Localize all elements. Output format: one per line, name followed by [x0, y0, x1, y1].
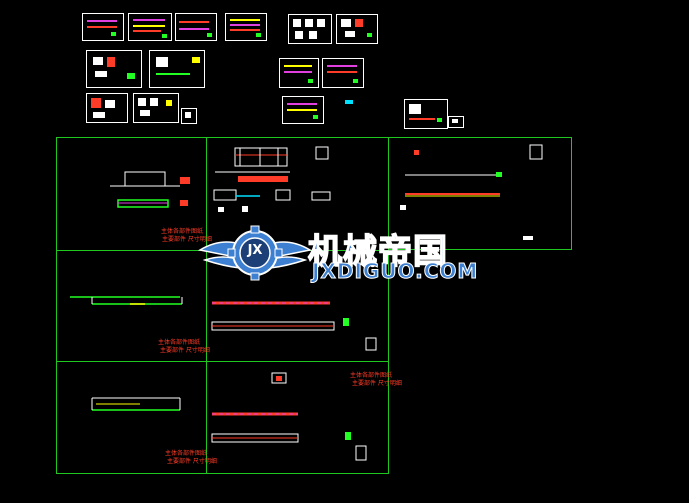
drawing-note: 主要部件 尺寸明细 [167, 458, 217, 465]
logo-emblem-icon [197, 225, 313, 281]
drawing-frame-right[interactable] [388, 137, 572, 250]
thumb-sheet-11[interactable] [86, 93, 128, 123]
logo-emblem-letters: JX [247, 243, 263, 258]
drawing-note: 主体各部件图纸 [165, 450, 208, 457]
thumb-sheet-17[interactable] [448, 116, 464, 128]
logo-title: 机械帝国 [307, 231, 448, 273]
drawing-note: 主要部件 尺寸明细 [162, 236, 212, 243]
conveyor-top-view [124, 171, 166, 187]
thumb-sheet-6[interactable] [336, 14, 378, 44]
thumb-sheet-16[interactable] [404, 99, 448, 129]
drawing-frame-center-3[interactable] [206, 361, 389, 474]
thumb-sheet-14[interactable] [282, 96, 324, 124]
thumb-sheet-13[interactable] [181, 108, 197, 124]
thumb-sheet-12[interactable] [133, 93, 179, 123]
drawing-note: 主要部件 尺寸明细 [352, 380, 402, 387]
drawing-note: 主要部件 尺寸明细 [160, 347, 210, 354]
thumb-sheet-10[interactable] [322, 58, 364, 88]
assembly-view [234, 147, 288, 167]
thumb-sheet-4[interactable] [225, 13, 267, 41]
thumb-sheet-15[interactable] [341, 96, 361, 110]
drawing-note: 主体各部件图纸 [161, 228, 204, 235]
thumb-sheet-7[interactable] [86, 50, 142, 88]
thumb-sheet-5[interactable] [288, 14, 332, 44]
thumb-sheet-3[interactable] [175, 13, 217, 41]
thumb-sheet-8[interactable] [149, 50, 205, 88]
drawing-note: 主体各部件图纸 [158, 339, 201, 346]
logo-site-url: JXDIGUO.COM [311, 259, 479, 284]
thumb-sheet-9[interactable] [279, 58, 319, 88]
drawing-note: 主体各部件图纸 [350, 372, 393, 379]
thumb-sheet-2[interactable] [128, 13, 172, 41]
thumb-sheet-1[interactable] [82, 13, 124, 41]
